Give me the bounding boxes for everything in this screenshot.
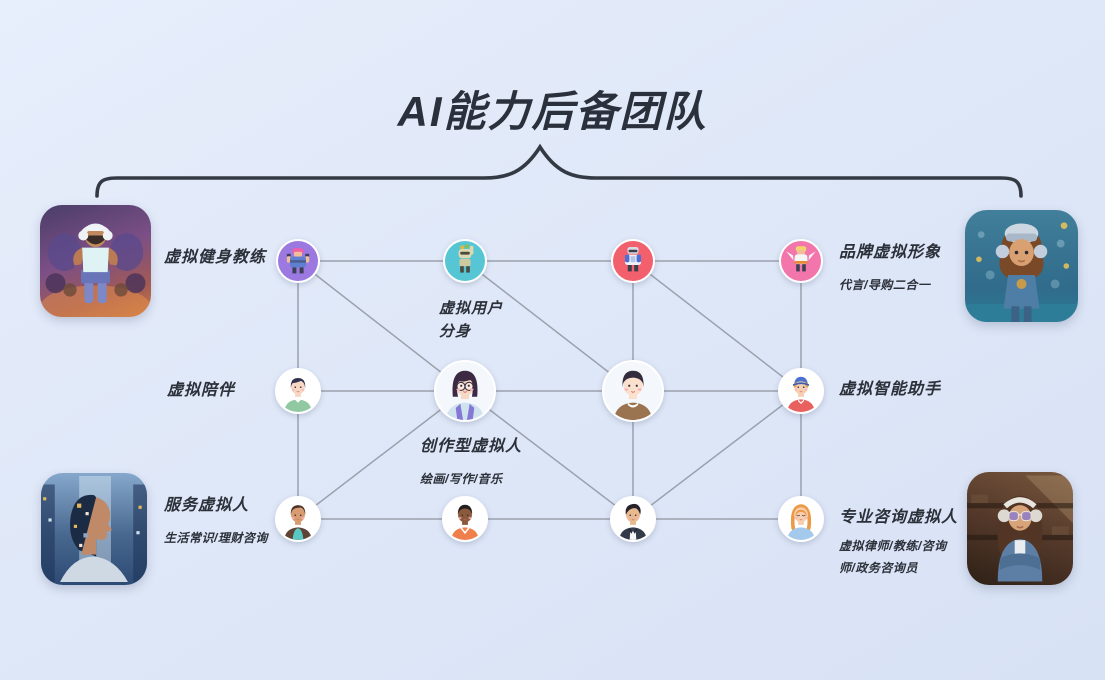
label-fitness-coach-title: 虚拟健身教练: [164, 249, 267, 266]
avatar-node-c4-woman-blonde-hair-avatar: [778, 496, 824, 542]
label-smart-assistant: 虚拟智能助手: [839, 381, 941, 399]
cyborg-woman-3d-image: [41, 473, 147, 585]
label-service-avatar-title: 服务虚拟人: [164, 497, 250, 514]
label-user-clone: 虚拟用户分身: [439, 297, 505, 343]
label-smart-assistant-title: 虚拟智能助手: [839, 381, 942, 398]
avatar-node-c3-man-black-suit-avatar: [610, 496, 656, 542]
label-creative-avatar-subtitle: 绘画/写作/音乐: [420, 472, 503, 487]
avatar-node-c2-man-orange-shirt-avatar: [442, 496, 488, 542]
label-user-clone-title: 虚拟用户分身: [439, 300, 504, 340]
label-service-avatar-subtitle: 生活常识/理财咨询: [164, 531, 268, 546]
label-companion: 虚拟陪伴: [167, 382, 235, 400]
avatar-node-a4-game-character-angel-avatar: [779, 239, 823, 283]
label-creative-avatar-title: 创作型虚拟人: [420, 438, 523, 455]
avatar-node-a3-game-character-soldier-avatar: [611, 239, 655, 283]
label-professional-consulting-subtitle: 虚拟律师/教练/咨询师/政务咨询员: [839, 539, 947, 575]
avatar-node-b4-boy-blue-cap-avatar: [778, 368, 824, 414]
label-fitness-coach: 虚拟健身教练: [164, 249, 266, 267]
brand-girl-3d-image: [965, 210, 1078, 322]
label-brand-avatar: 品牌虚拟形象 代言/导购二合一: [839, 244, 941, 297]
avatar-node-a1-game-character-purple-avatar: [276, 239, 320, 283]
avatar-node-b1-boy-green-shirt-avatar: [275, 368, 321, 414]
page-title: AI能力后备团队: [397, 88, 708, 135]
avatar-node-b2-girl-glasses-creative-avatar: [434, 360, 496, 422]
label-creative-avatar: 创作型虚拟人 绘画/写作/音乐: [420, 438, 522, 491]
avatar-node-b3-boy-bowlcut-avatar: [602, 360, 664, 422]
label-professional-consulting: 专业咨询虚拟人 虚拟律师/教练/咨询师/政务咨询员: [839, 509, 958, 580]
fitness-coach-3d-image: [40, 205, 151, 317]
label-professional-consulting-title: 专业咨询虚拟人: [839, 509, 959, 526]
label-service-avatar: 服务虚拟人 生活常识/理财咨询: [164, 497, 268, 550]
consultant-woman-3d-image: [967, 472, 1073, 585]
label-brand-avatar-subtitle: 代言/导购二合一: [839, 278, 931, 293]
label-brand-avatar-title: 品牌虚拟形象: [839, 244, 942, 261]
avatar-node-c1-man-teal-shirt-jacket-avatar: [275, 496, 321, 542]
label-companion-title: 虚拟陪伴: [167, 382, 236, 399]
avatar-node-a2-game-character-robot-avatar: [443, 239, 487, 283]
